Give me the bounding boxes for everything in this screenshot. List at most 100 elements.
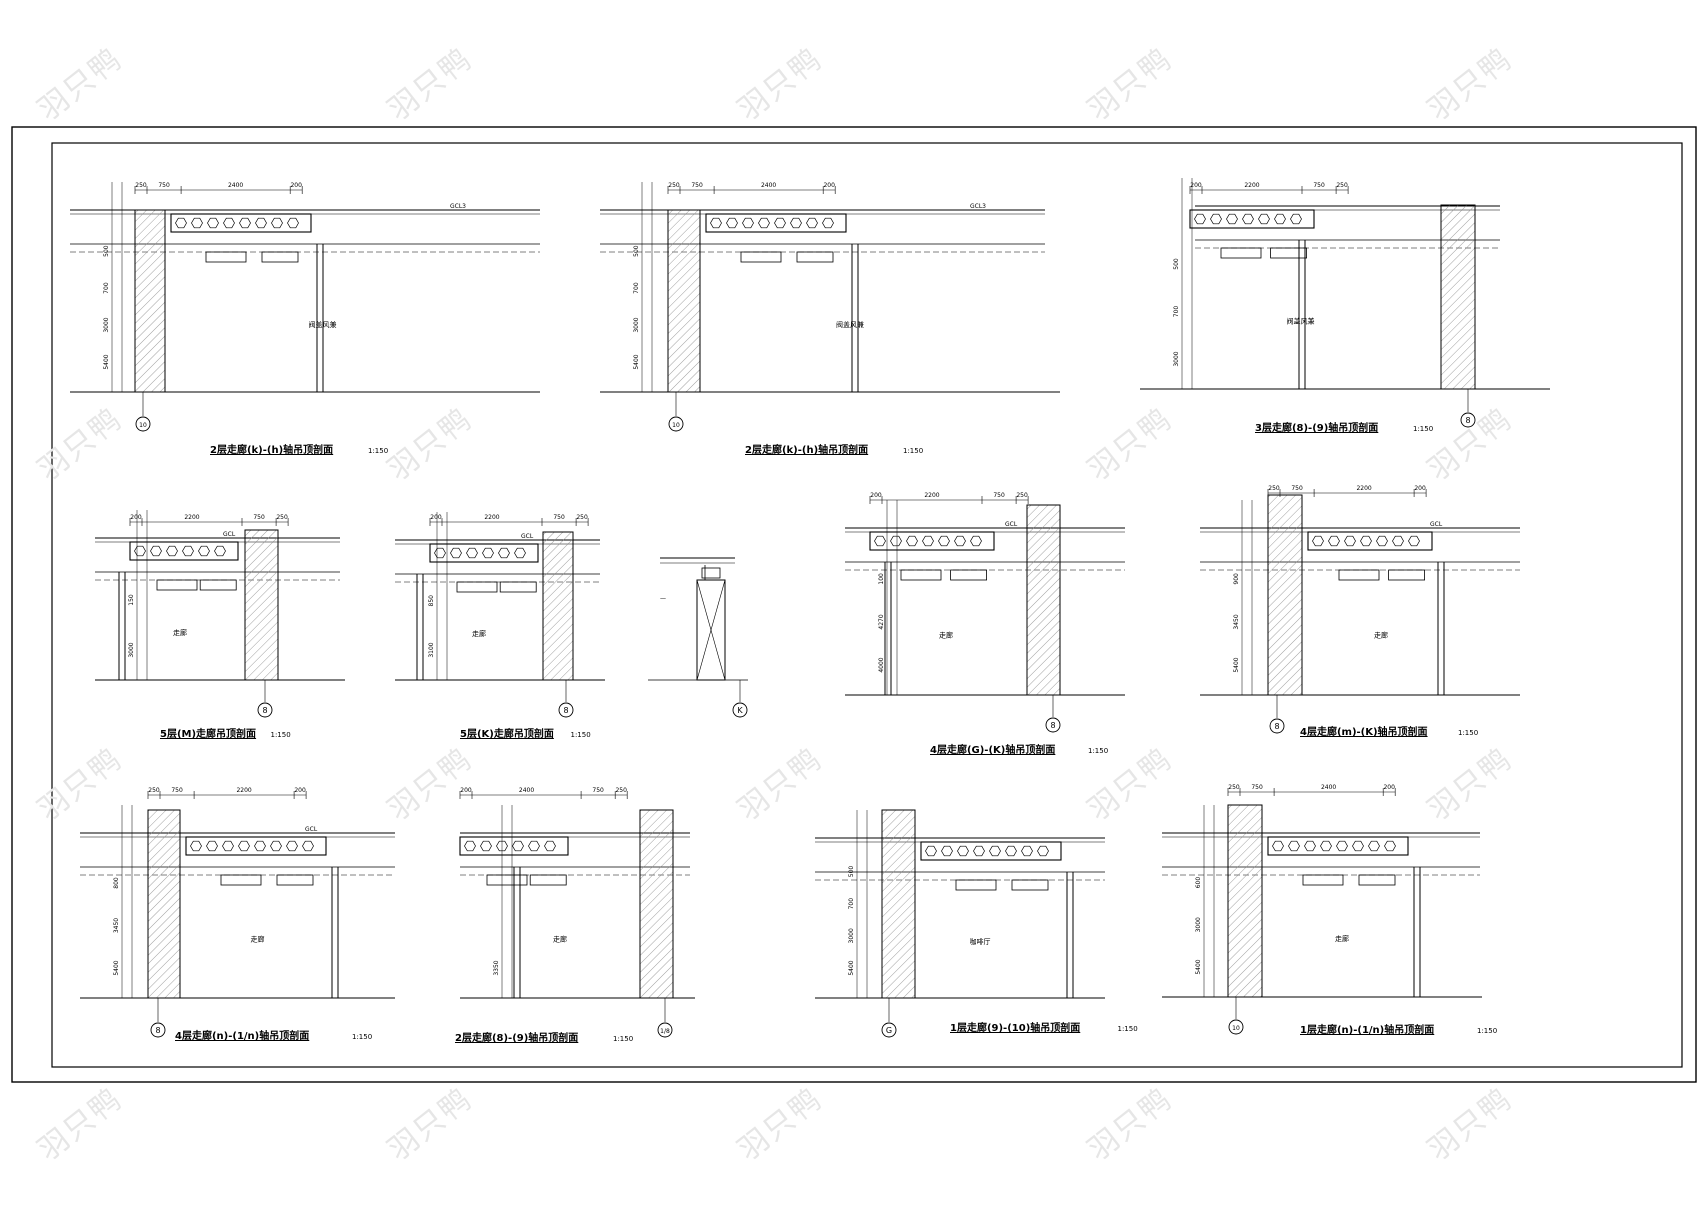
dim-left-label: 3100	[428, 642, 435, 657]
duct-hex	[938, 535, 950, 547]
dim-top-label: 200	[1190, 182, 1202, 189]
axis-bubble	[881, 1022, 897, 1038]
duct-hex	[1392, 535, 1404, 547]
concrete-column	[881, 809, 916, 999]
light-fixture	[1270, 247, 1307, 259]
axis-label: 8	[262, 706, 267, 715]
dim-top-label: 750	[592, 787, 604, 794]
dim-top-label: 250	[615, 787, 627, 794]
duct-hex	[134, 545, 146, 557]
dim-left-label: 4000	[878, 657, 885, 672]
dim-top-label: 250	[1228, 784, 1240, 791]
dim-top-label: 250	[1016, 492, 1028, 499]
dim-top-label: 750	[158, 182, 170, 189]
duct-hex	[190, 840, 202, 852]
duct-hex	[1312, 535, 1324, 547]
material-tag: GCL	[223, 531, 236, 538]
dim-top-label: 250	[668, 182, 680, 189]
ceiling-box	[429, 543, 539, 563]
room-label: 走廊	[1335, 934, 1349, 943]
dim-left-label: 3000	[103, 317, 110, 332]
duct-hex	[1288, 840, 1300, 852]
dim-left-label: 5400	[1195, 959, 1202, 974]
duct-hex	[544, 840, 556, 852]
light-fixture	[1388, 569, 1425, 581]
duct-hex	[166, 545, 178, 557]
ceiling-box	[459, 836, 569, 856]
room-label: 阀盖风兼	[836, 320, 864, 329]
ceiling-box	[185, 836, 327, 856]
dim-top-label: 750	[993, 492, 1005, 499]
section-scale: 1:150	[352, 1033, 372, 1041]
axis-label: 8	[1050, 721, 1055, 730]
light-fixture	[456, 581, 498, 593]
light-fixture	[529, 874, 567, 886]
dim-left-label: 5400	[633, 354, 640, 369]
dim-top-label: 2200	[236, 787, 251, 794]
duct-hex	[906, 535, 918, 547]
duct-hex	[1210, 213, 1222, 225]
room-label: 走廊	[251, 935, 265, 944]
section-scale: 1:150	[1118, 1025, 1138, 1033]
dim-top-label: 200	[430, 514, 442, 521]
duct-hex	[450, 547, 462, 559]
duct-hex	[238, 840, 250, 852]
duct-hex	[496, 840, 508, 852]
duct-hex	[1328, 535, 1340, 547]
axis-label: 10	[139, 422, 147, 429]
axis-label: G	[886, 1026, 892, 1035]
room-label: 走廊	[553, 935, 567, 944]
concrete-column	[667, 209, 701, 393]
section-scale: 1:150	[368, 447, 388, 455]
room-label: 阀盖风兼	[1287, 317, 1315, 326]
dim-top-label: 2200	[484, 514, 499, 521]
duct-hex	[1242, 213, 1254, 225]
section-scale: 1:150	[903, 447, 923, 455]
section-title: 2层走廊(8)-(9)轴吊顶剖面	[455, 1031, 578, 1044]
material-tag: GCL3	[450, 203, 466, 210]
concrete-column	[542, 531, 574, 681]
light-fixture	[900, 569, 942, 581]
concrete-column	[1267, 494, 1303, 696]
axis-label: 8	[1465, 416, 1470, 425]
dim-left-label: 100	[878, 573, 885, 585]
duct-hex	[973, 845, 985, 857]
dim-left-label: 3000	[1173, 351, 1180, 366]
dim-top-label: 200	[1383, 784, 1395, 791]
duct-hex	[742, 217, 754, 229]
ceiling-box	[1189, 209, 1315, 229]
dim-top-label: 200	[823, 182, 835, 189]
dim-top-label: 200	[290, 182, 302, 189]
dim-left-label: 500	[633, 245, 640, 257]
duct-hex	[989, 845, 1001, 857]
duct-hex	[774, 217, 786, 229]
section-title: 5层(K)走廊吊顶剖面	[460, 727, 554, 740]
light-fixture	[1220, 247, 1262, 259]
dim-top-label: 2200	[1356, 485, 1371, 492]
duct-hex	[223, 217, 235, 229]
section-title: 4层走廊(n)-(1/n)轴吊顶剖面	[175, 1029, 309, 1042]
duct-hex	[1360, 535, 1372, 547]
duct-hex	[758, 217, 770, 229]
dim-left-label: 700	[1173, 306, 1180, 318]
material-tag: GCL3	[970, 203, 986, 210]
duct-hex	[890, 535, 902, 547]
duct-hex	[150, 545, 162, 557]
duct-hex	[271, 217, 283, 229]
section-title: 3层走廊(8)-(9)轴吊顶剖面	[1255, 421, 1378, 434]
duct-hex	[1368, 840, 1380, 852]
section-title: 2层走廊(k)-(h)轴吊顶剖面	[210, 443, 333, 456]
duct-hex	[874, 535, 886, 547]
axis-bubble	[732, 702, 748, 718]
concrete-column	[1026, 504, 1061, 696]
light-fixture	[796, 251, 834, 263]
sheet-outer-border	[11, 126, 1697, 1083]
duct-hex	[1320, 840, 1332, 852]
ceiling-box	[1307, 531, 1433, 551]
dim-left-label: 4270	[878, 614, 885, 629]
